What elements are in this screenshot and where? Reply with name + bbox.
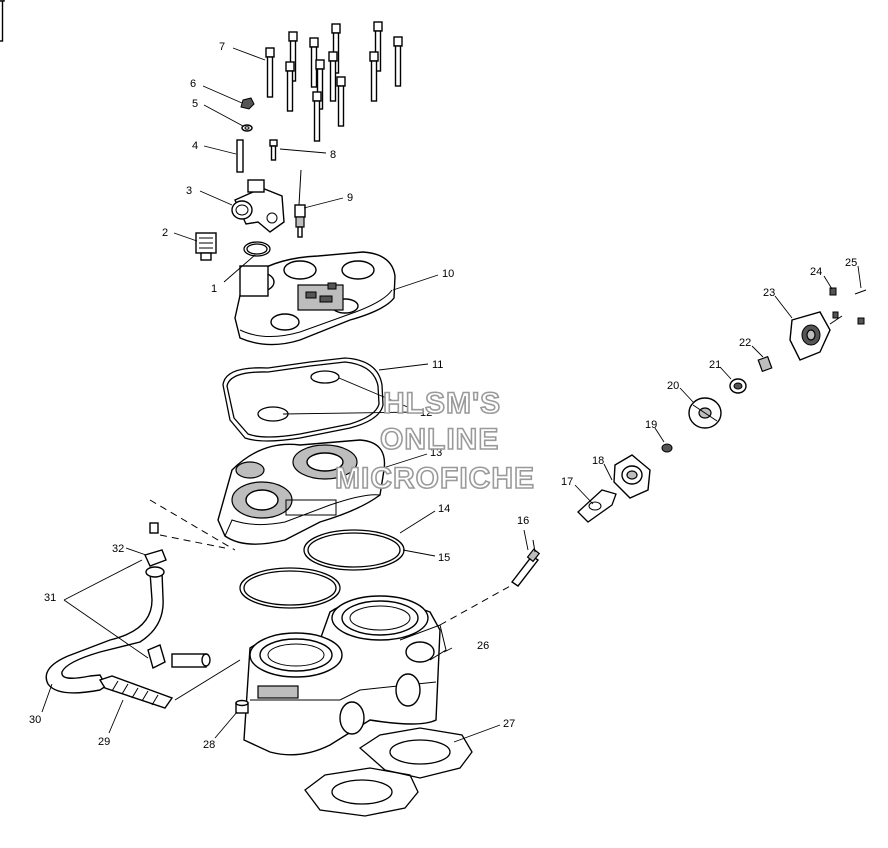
callout-25: 25 <box>845 257 857 269</box>
gasket-17 <box>577 489 617 523</box>
leader-lines <box>41 47 862 743</box>
callout-labels: 7 6 5 4 8 3 9 2 1 10 11 12 13 14 15 16 1… <box>29 41 857 751</box>
callout-18: 18 <box>592 455 604 467</box>
watermark: HLSM'S ONLINE MICROFICHE <box>334 386 535 496</box>
callout-22: 22 <box>739 337 751 349</box>
callout-14: 14 <box>438 503 450 515</box>
head-gasket-11 <box>222 357 384 442</box>
temp-sender-9 <box>294 169 306 238</box>
callout-27: 27 <box>503 718 515 730</box>
callout-19: 19 <box>645 419 657 431</box>
water-pipe-30 <box>45 571 164 694</box>
callout-11: 11 <box>432 359 443 371</box>
callout-6: 6 <box>190 78 196 90</box>
callout-21: 21 <box>709 359 721 371</box>
callout-26: 26 <box>477 640 489 652</box>
callout-17: 17 <box>561 476 573 488</box>
thermostat-2 <box>195 232 217 261</box>
callout-29: 29 <box>98 736 110 748</box>
base-gasket-14 <box>303 529 405 571</box>
callout-1: 1 <box>211 283 217 295</box>
bolts-25 <box>829 289 867 325</box>
impeller-20 <box>688 397 722 429</box>
watermark-line-2: ONLINE <box>380 423 499 456</box>
callout-2: 2 <box>162 227 168 239</box>
base-gasket-15 <box>239 567 341 609</box>
callout-8: 8 <box>330 149 336 161</box>
head-bolts <box>0 0 403 142</box>
callout-12: 12 <box>420 407 432 419</box>
spark-plug-16 <box>510 539 541 587</box>
callout-30: 30 <box>29 714 41 726</box>
callout-32: 32 <box>112 543 124 555</box>
callout-10: 10 <box>442 268 454 280</box>
screws-24 <box>829 287 839 319</box>
short-bolt-8 <box>269 139 278 161</box>
pump-housing-23 <box>789 311 831 361</box>
nut-6 <box>240 97 255 110</box>
spring-22 <box>757 355 773 373</box>
cover-18 <box>613 454 651 499</box>
callout-20: 20 <box>667 380 679 392</box>
callout-4: 4 <box>192 140 198 152</box>
hose-29 <box>98 653 211 709</box>
water-outlet-3 <box>231 179 285 233</box>
callout-13: 13 <box>430 447 442 459</box>
watermark-line-3: MICROFICHE <box>335 462 535 495</box>
nut-19 <box>661 443 673 453</box>
callout-7: 7 <box>219 41 225 53</box>
gaskets-27 <box>304 727 473 817</box>
fitting-28 <box>235 699 249 714</box>
bearing-21 <box>729 378 747 394</box>
clamp-31a <box>144 549 167 578</box>
washer-5 <box>241 124 253 132</box>
callout-3: 3 <box>186 185 192 197</box>
fitting-32 <box>149 522 159 534</box>
callout-9: 9 <box>347 192 353 204</box>
cylinder-block-26 <box>243 595 447 756</box>
callout-15: 15 <box>438 552 450 564</box>
clamp-31b <box>147 644 166 670</box>
watermark-line-1: HLSM'S <box>383 387 501 420</box>
stud-4 <box>236 139 244 173</box>
callout-5: 5 <box>192 98 198 110</box>
callout-16: 16 <box>517 515 529 527</box>
callout-28: 28 <box>203 739 215 751</box>
callout-23: 23 <box>763 287 775 299</box>
o-ring-1 <box>243 241 271 257</box>
cylinder-head-10 <box>234 251 396 346</box>
callout-31: 31 <box>44 592 56 604</box>
callout-24: 24 <box>810 266 822 278</box>
assembly-lines <box>149 499 513 701</box>
head-cover-13 <box>217 439 386 545</box>
